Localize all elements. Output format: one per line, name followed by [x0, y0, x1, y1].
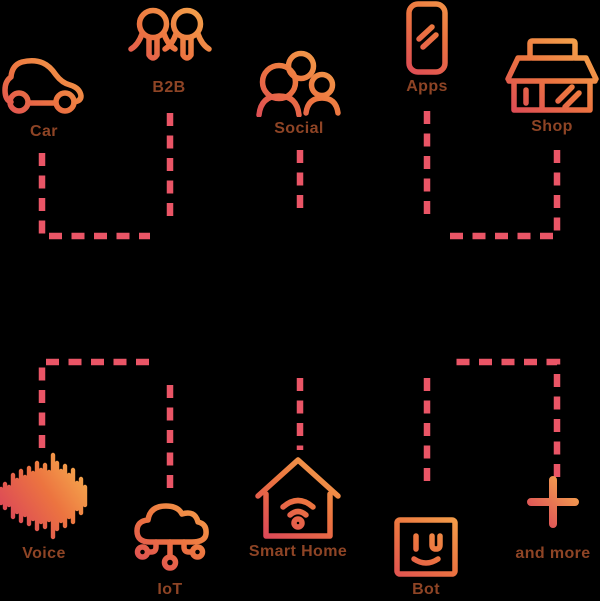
node-label: Shop: [531, 118, 573, 135]
node-shop: Shop: [505, 37, 599, 136]
connector-voice: [38, 358, 150, 448]
connector-more: [447, 358, 561, 477]
iot-cloud-icon: [134, 503, 209, 571]
node-car: Car: [2, 52, 86, 141]
connector-shop: [447, 150, 561, 240]
node-label: Apps: [406, 78, 448, 95]
node-label: Smart Home: [248, 543, 348, 560]
connector-car: [38, 153, 150, 240]
node-label: IoT: [157, 581, 183, 598]
bot-face-icon: [394, 517, 458, 577]
social-group-icon: [256, 50, 341, 117]
smart-home-icon: [255, 457, 341, 539]
node-voice: Voice: [0, 452, 88, 563]
storefront-icon: [505, 38, 599, 113]
node-bot: Bot: [393, 516, 459, 599]
node-more: and more: [515, 476, 590, 563]
smartphone-icon: [406, 1, 448, 75]
node-label: and more: [515, 545, 591, 562]
node-label: B2B: [152, 79, 186, 96]
car-icon: [2, 57, 84, 114]
node-label: Social: [274, 120, 324, 137]
node-smart-home: Smart Home: [248, 452, 348, 561]
b2b-people-icon: [128, 7, 212, 61]
plus-icon: [527, 476, 579, 528]
node-social: Social: [256, 49, 342, 138]
node-iot: IoT: [130, 495, 210, 599]
node-b2b: B2B: [126, 5, 212, 97]
node-label: Bot: [412, 581, 440, 598]
node-label: Car: [30, 123, 58, 140]
node-apps: Apps: [405, 1, 449, 96]
voice-waveform-icon: [0, 452, 88, 540]
node-label: Voice: [22, 545, 66, 562]
